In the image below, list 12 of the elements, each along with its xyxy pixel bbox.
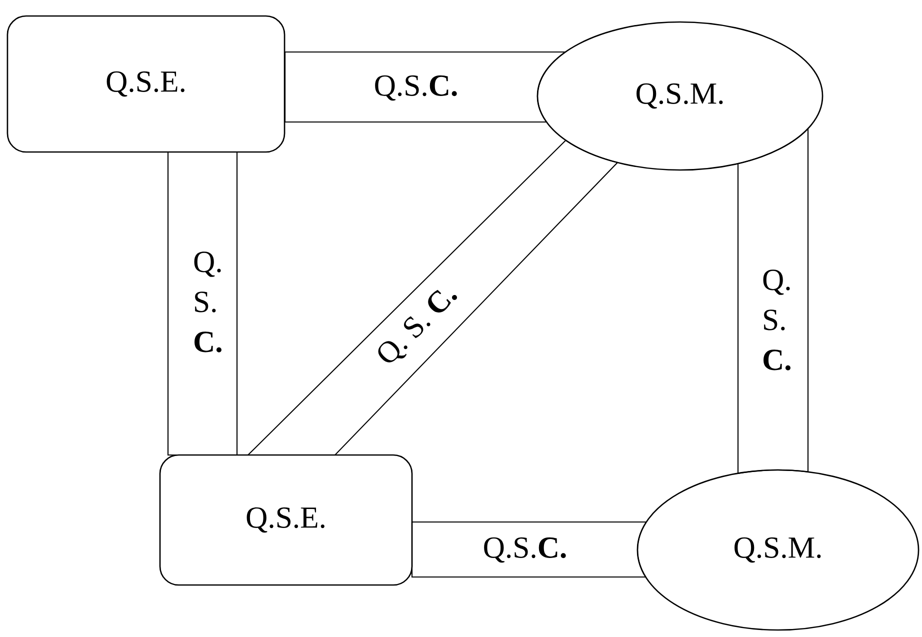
edge-label: Q. S. C. [760, 268, 790, 372]
channel [284, 51, 566, 123]
rounded-box: Q.S.E. [6, 15, 286, 153]
channel [167, 151, 238, 456]
edge-label: Q.S.C. [372, 74, 460, 102]
channel [411, 521, 647, 578]
channel [737, 128, 809, 474]
edge-label: Q. S. C. [372, 280, 464, 372]
rounded-box: Q.S.E. [159, 454, 413, 586]
edge-label: Q.S.C. [482, 536, 568, 564]
edge-label: Q. S. C. [192, 250, 222, 354]
channel [247, 140, 618, 456]
